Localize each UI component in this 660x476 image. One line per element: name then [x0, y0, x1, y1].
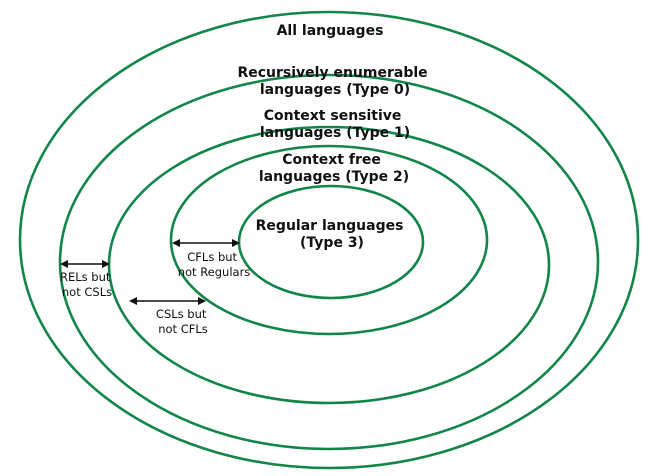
- csl-not-cfl-label: CSLs but not CFLs: [156, 307, 210, 336]
- rel-not-csl-label: RELs but not CSLs: [60, 270, 114, 299]
- cfl-not-reg-label: CFLs but not Regulars: [178, 250, 251, 279]
- re-line-1: Recursively enumerable: [237, 65, 427, 81]
- cfl-not-reg-line-2: not Regulars: [178, 265, 251, 279]
- context-free-label: Context free languages (Type 2): [259, 152, 409, 185]
- csl-not-cfl-arrow: [129, 297, 206, 305]
- cf-line-2: languages (Type 2): [259, 169, 409, 185]
- cs-line-2: languages (Type 1): [260, 125, 410, 141]
- recursively-enumerable-label: Recursively enumerable languages (Type 0…: [237, 65, 432, 98]
- cfl-not-reg-arrow: [172, 239, 240, 247]
- cs-line-1: Context sensitive: [264, 108, 402, 124]
- context-sensitive-label: Context sensitive languages (Type 1): [260, 108, 410, 141]
- all-languages-ring: [18, 10, 640, 470]
- cfl-not-reg-line-1: CFLs but: [187, 250, 237, 264]
- cf-line-1: Context free: [282, 152, 381, 168]
- recursively-enumerable-ring: [58, 73, 600, 451]
- rel-not-csl-line-2: not CSLs: [62, 285, 112, 299]
- regular-languages-label: Regular languages (Type 3): [256, 218, 409, 251]
- rel-not-csl-line-1: RELs but: [60, 270, 111, 284]
- re-line-2: languages (Type 0): [260, 82, 410, 98]
- regular-ring: [237, 184, 425, 300]
- all-languages-label: All languages: [277, 23, 384, 39]
- csl-not-cfl-line-2: not CFLs: [158, 322, 208, 336]
- context-free-ring: [169, 144, 489, 336]
- all-languages-line-1: All languages: [277, 23, 384, 39]
- reg-line-2: (Type 3): [300, 235, 364, 251]
- reg-line-1: Regular languages: [256, 218, 404, 234]
- csl-not-cfl-line-1: CSLs but: [156, 307, 207, 321]
- rel-not-csl-arrow: [60, 260, 110, 268]
- context-sensitive-ring: [107, 125, 551, 405]
